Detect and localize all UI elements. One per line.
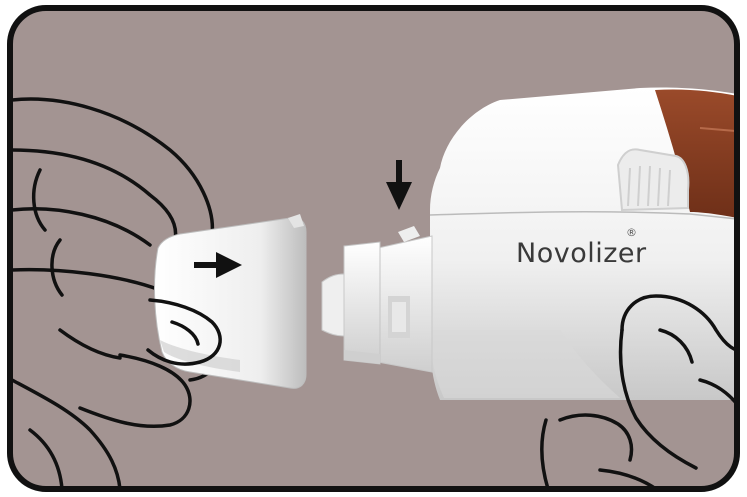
inhaler-device: Novolizer ® [430, 87, 747, 400]
registered-mark: ® [626, 226, 637, 239]
brand-label: Novolizer [516, 238, 647, 269]
grip-ridges [618, 149, 688, 210]
